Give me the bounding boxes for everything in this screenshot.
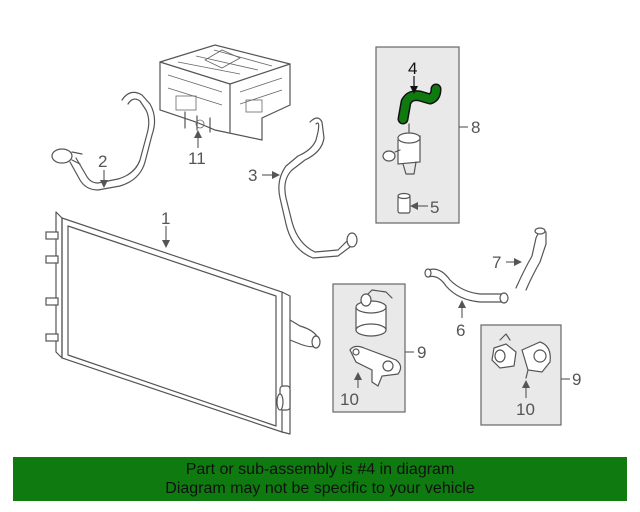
callout-1: 1	[161, 209, 170, 228]
part-11-module[interactable]	[159, 44, 291, 141]
callout-8: 8	[471, 118, 480, 137]
callout-2: 2	[98, 152, 107, 171]
callout-3: 3	[248, 166, 257, 185]
part-2-hose[interactable]	[51, 91, 156, 191]
part-6-hose[interactable]	[424, 268, 509, 304]
valve-9-component-right[interactable]	[491, 333, 551, 379]
callout-6: 6	[456, 321, 465, 340]
part-3-hose[interactable]	[278, 117, 358, 259]
pump-8-component[interactable]	[382, 123, 421, 175]
callout-9-left: 9	[417, 343, 426, 362]
part-9-assembly-box-right[interactable]	[480, 324, 562, 426]
pump-9-component-left[interactable]	[355, 289, 393, 337]
banner-line-1: Part or sub-assembly is #4 in diagram	[185, 461, 455, 478]
part-4-hose-highlighted[interactable]	[397, 83, 442, 125]
callout-4: 4	[408, 59, 417, 78]
part-10-bracket-left[interactable]	[349, 345, 402, 387]
parts-diagram: 1 2 3 4 5 6 7 8 9 9 10 10 11	[45, 44, 581, 435]
banner-line-2: Diagram may not be specific to your vehi…	[165, 480, 475, 497]
part-5-sleeve[interactable]	[397, 192, 411, 214]
callout-10-right: 10	[516, 400, 535, 419]
part-7-hose[interactable]	[515, 227, 547, 291]
callout-10-left: 10	[340, 390, 359, 409]
callout-7: 7	[492, 253, 501, 272]
callout-5: 5	[430, 198, 439, 217]
callout-9-right: 9	[572, 370, 581, 389]
part-1-radiator[interactable]	[45, 211, 321, 435]
callout-11: 11	[188, 149, 206, 168]
part-info-banner: Part or sub-assembly is #4 in diagram Di…	[13, 457, 627, 501]
